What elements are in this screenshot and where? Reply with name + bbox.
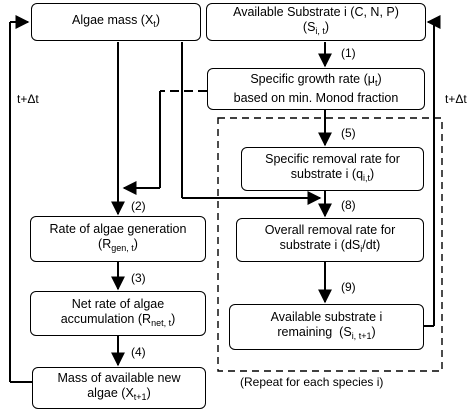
step-label-5: (5) [341,126,356,140]
step-label-2: (2) [131,199,146,213]
substrate-remaining-box: Available substrate i remaining (Si, t+1… [229,304,424,350]
loop-label-left: t+Δt [17,92,39,106]
specific-growth-rate-box: Specific growth rate (μt) based on min. … [207,68,425,110]
step-label-1: (1) [341,46,356,60]
mass-new-algae-box: Mass of available new algae (Xt+1) [32,367,206,409]
step-label-9: (9) [341,280,356,294]
repeat-note: (Repeat for each species i) [240,375,384,389]
step-label-3: (3) [131,271,146,285]
specific-removal-rate-box: Specific removal rate for substrate i (q… [241,147,424,191]
repeat-region [217,117,443,372]
net-rate-box: Net rate of algae accumulation (Rnet, t) [30,291,206,336]
rate-generation-box: Rate of algae generation (Rgen, t) [30,216,206,262]
algae-mass-box: Algae mass (Xt) [31,3,201,41]
loop-label-right: t+Δt [445,92,467,106]
step-label-8: (8) [341,198,356,212]
overall-removal-rate-box: Overall removal rate for substrate i (dS… [236,218,424,262]
available-substrate-box: Available Substrate i (C, N, P) (Si, t) [206,3,426,41]
step-label-4: (4) [131,345,146,359]
